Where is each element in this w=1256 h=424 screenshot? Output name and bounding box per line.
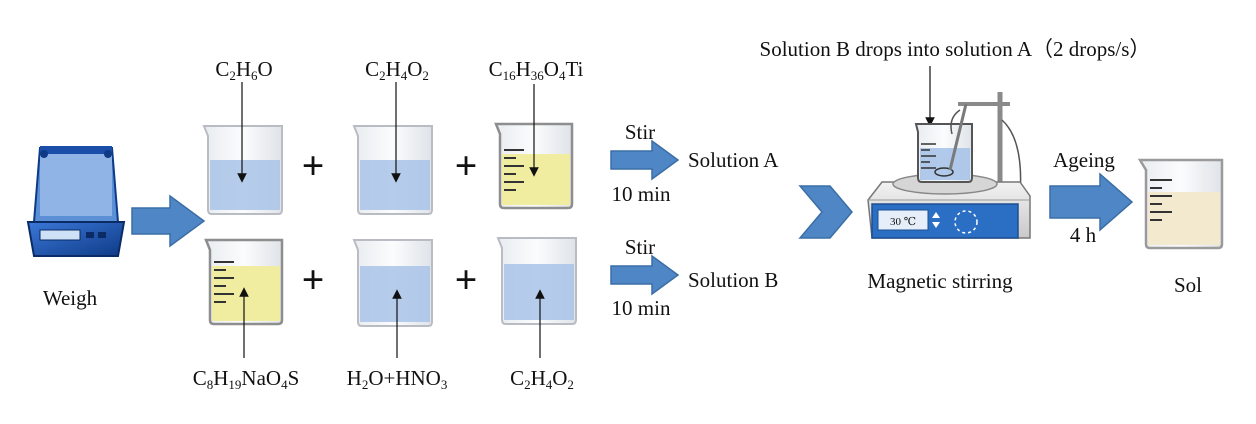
- plus-top-2: +: [455, 143, 478, 188]
- stir-label-a: Stir: [625, 120, 655, 144]
- magnetic-stirrer-icon: 30 ℃: [867, 92, 1031, 239]
- ageing-time-label: 4 h: [1070, 223, 1097, 247]
- plus-bottom-2: +: [455, 257, 478, 302]
- sol-beaker: [1137, 158, 1224, 250]
- solution-a-label: Solution A: [688, 148, 779, 172]
- ageing-label: Ageing: [1053, 148, 1115, 172]
- chem-top-2: C2H4O2: [365, 57, 429, 83]
- merge-chevron: [798, 185, 853, 239]
- plus-top-1: +: [302, 143, 325, 188]
- chem-bottom-2: H2O+HNO3: [347, 366, 448, 392]
- beaker-bottom-2: [352, 239, 433, 327]
- chem-top-1: C2H6O: [215, 57, 272, 83]
- time-label-b: 10 min: [612, 296, 671, 320]
- magnetic-stirring-label: Magnetic stirring: [867, 269, 1013, 293]
- balance-icon: [26, 146, 126, 257]
- weigh-label: Weigh: [43, 286, 98, 310]
- plus-bottom-1: +: [302, 257, 325, 302]
- chem-bottom-3: C2H4O2: [510, 366, 574, 392]
- drop-note: Solution B drops into solution A（2 drops…: [760, 37, 1151, 61]
- stir-arrow-b: [610, 254, 680, 296]
- weigh-arrow: [131, 194, 206, 248]
- stir-arrow-a: [610, 139, 680, 181]
- beaker-top-2: [352, 125, 433, 215]
- beaker-bottom-3: [496, 237, 577, 325]
- chem-top-3: C16H36O4Ti: [489, 57, 584, 83]
- beaker-top-1: [202, 125, 283, 215]
- time-label-a: 10 min: [612, 182, 671, 206]
- chem-bottom-1: C8H19NaO4S: [193, 366, 300, 392]
- solution-b-label: Solution B: [688, 268, 778, 292]
- stirrer-display: 30 ℃: [890, 216, 916, 228]
- stir-label-b: Stir: [625, 235, 655, 259]
- sol-label: Sol: [1174, 273, 1202, 297]
- ageing-arrow: [1049, 172, 1134, 232]
